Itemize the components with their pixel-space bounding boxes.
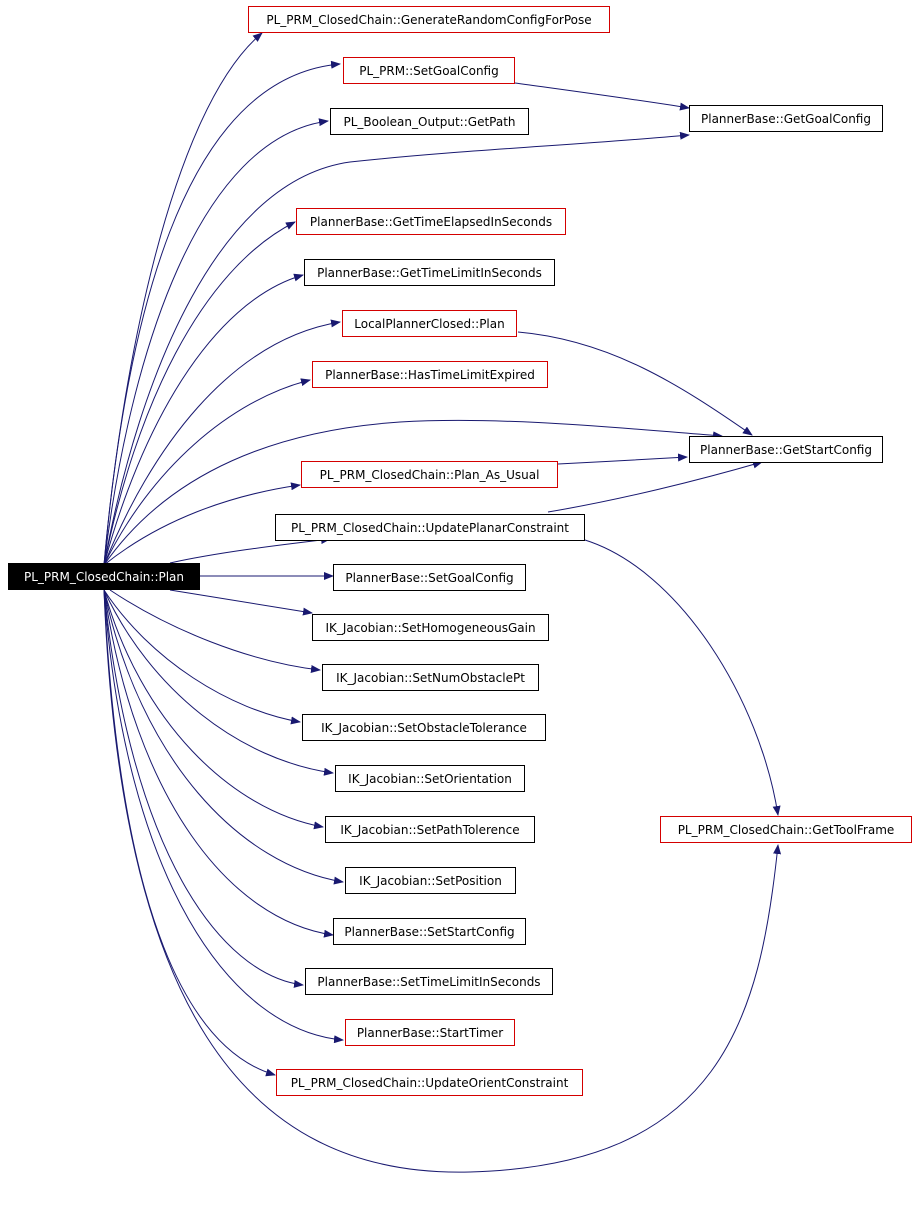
node-has-time-limit-expired[interactable]: PlannerBase::HasTimeLimitExpired [312, 361, 548, 388]
edge-to-set-num-obstacle-pt [109, 589, 321, 673]
edge-to-get-goal-config-direct [103, 131, 690, 566]
edge-to-get-tool-frame-direct [103, 589, 782, 1173]
node-get-start-config[interactable]: PlannerBase::GetStartConfig [689, 436, 883, 463]
edge-update-planar-to-get-start-config [547, 460, 763, 513]
edge-to-local-planner-plan [103, 319, 341, 566]
edge-to-start-timer [103, 589, 344, 1044]
edge-to-boolean-output-get-path [103, 118, 329, 566]
node-set-position[interactable]: IK_Jacobian::SetPosition [345, 867, 516, 894]
edge-to-get-time-limit [103, 273, 304, 566]
node-set-time-limit[interactable]: PlannerBase::SetTimeLimitInSeconds [305, 968, 553, 995]
node-plan-as-usual[interactable]: PL_PRM_ClosedChain::Plan_As_Usual [301, 461, 558, 488]
edge-to-get-time-elapsed [103, 221, 296, 566]
node-update-planar-constraint[interactable]: PL_PRM_ClosedChain::UpdatePlanarConstrai… [275, 514, 585, 541]
node-prm-set-goal-config[interactable]: PL_PRM::SetGoalConfig [343, 57, 515, 84]
node-boolean-output-get-path[interactable]: PL_Boolean_Output::GetPath [330, 108, 529, 135]
node-set-homogeneous-gain[interactable]: IK_Jacobian::SetHomogeneousGain [312, 614, 549, 641]
edge-to-update-planar-constraint [169, 536, 331, 564]
node-get-time-elapsed[interactable]: PlannerBase::GetTimeElapsedInSeconds [296, 208, 566, 235]
node-set-orientation[interactable]: IK_Jacobian::SetOrientation [335, 765, 525, 792]
edge-plan-as-usual-to-get-start-config [557, 453, 688, 465]
node-start-timer[interactable]: PlannerBase::StartTimer [345, 1019, 515, 1046]
edge-prm-to-get-goal-config [514, 82, 690, 111]
edge-to-update-orient-constraint [103, 589, 276, 1077]
edge-local-planner-to-get-start-config [517, 331, 753, 436]
node-set-path-tolerence[interactable]: IK_Jacobian::SetPathTolerence [325, 816, 535, 843]
edge-to-set-homogeneous-gain [169, 589, 313, 616]
edge-to-plan-as-usual [103, 482, 301, 566]
edge-to-set-orientation [103, 589, 334, 776]
node-base-set-goal-config[interactable]: PlannerBase::SetGoalConfig [333, 564, 526, 591]
node-set-num-obstacle-pt[interactable]: IK_Jacobian::SetNumObstaclePt [322, 664, 539, 691]
edge-update-planar-to-get-tool-frame [584, 539, 781, 816]
node-update-orient-constraint[interactable]: PL_PRM_ClosedChain::UpdateOrientConstrai… [276, 1069, 583, 1096]
node-local-planner-plan[interactable]: LocalPlannerClosed::Plan [342, 310, 517, 337]
edge-to-get-start-config-direct [103, 419, 723, 566]
node-generate-random-config[interactable]: PL_PRM_ClosedChain::GenerateRandomConfig… [248, 6, 610, 33]
edge-to-prm-set-goal-config [103, 60, 341, 566]
root-node: PL_PRM_ClosedChain::Plan [8, 563, 200, 590]
edge-to-generate-random-config [103, 32, 263, 566]
node-get-time-limit[interactable]: PlannerBase::GetTimeLimitInSeconds [304, 259, 555, 286]
edge-to-set-obstacle-tolerance [103, 589, 301, 725]
node-set-obstacle-tolerance[interactable]: IK_Jacobian::SetObstacleTolerance [302, 714, 546, 741]
node-get-tool-frame[interactable]: PL_PRM_ClosedChain::GetToolFrame [660, 816, 912, 843]
edge-to-set-start-config [103, 589, 334, 938]
edge-to-set-time-limit [103, 589, 304, 988]
edge-to-set-path-tolerence [103, 589, 324, 830]
edge-to-set-position [103, 589, 344, 885]
edge-to-has-time-limit-expired [103, 378, 311, 566]
node-get-goal-config[interactable]: PlannerBase::GetGoalConfig [689, 105, 883, 132]
node-set-start-config[interactable]: PlannerBase::SetStartConfig [333, 918, 526, 945]
